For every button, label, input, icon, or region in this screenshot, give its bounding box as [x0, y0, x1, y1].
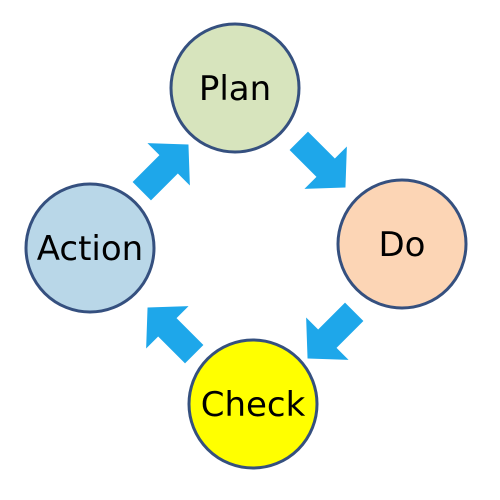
node-check-label: Check — [201, 385, 306, 425]
node-check-circle — [187, 338, 319, 470]
cycle-arrows — [132, 131, 364, 364]
arrow-check-to-action — [146, 306, 204, 364]
node-plan: Plan — [169, 22, 301, 154]
node-action: Action — [24, 182, 156, 314]
node-do: Do — [336, 178, 468, 310]
node-do-label: Do — [379, 225, 426, 265]
node-do-circle — [336, 178, 468, 310]
node-action-label: Action — [37, 229, 143, 269]
node-check: Check — [187, 338, 319, 470]
arrow-action-to-plan — [132, 143, 190, 201]
arrow-do-to-check — [306, 302, 364, 360]
node-plan-label: Plan — [199, 69, 271, 109]
node-plan-circle — [169, 22, 301, 154]
arrow-plan-to-do — [289, 131, 347, 189]
node-action-circle — [24, 182, 156, 314]
